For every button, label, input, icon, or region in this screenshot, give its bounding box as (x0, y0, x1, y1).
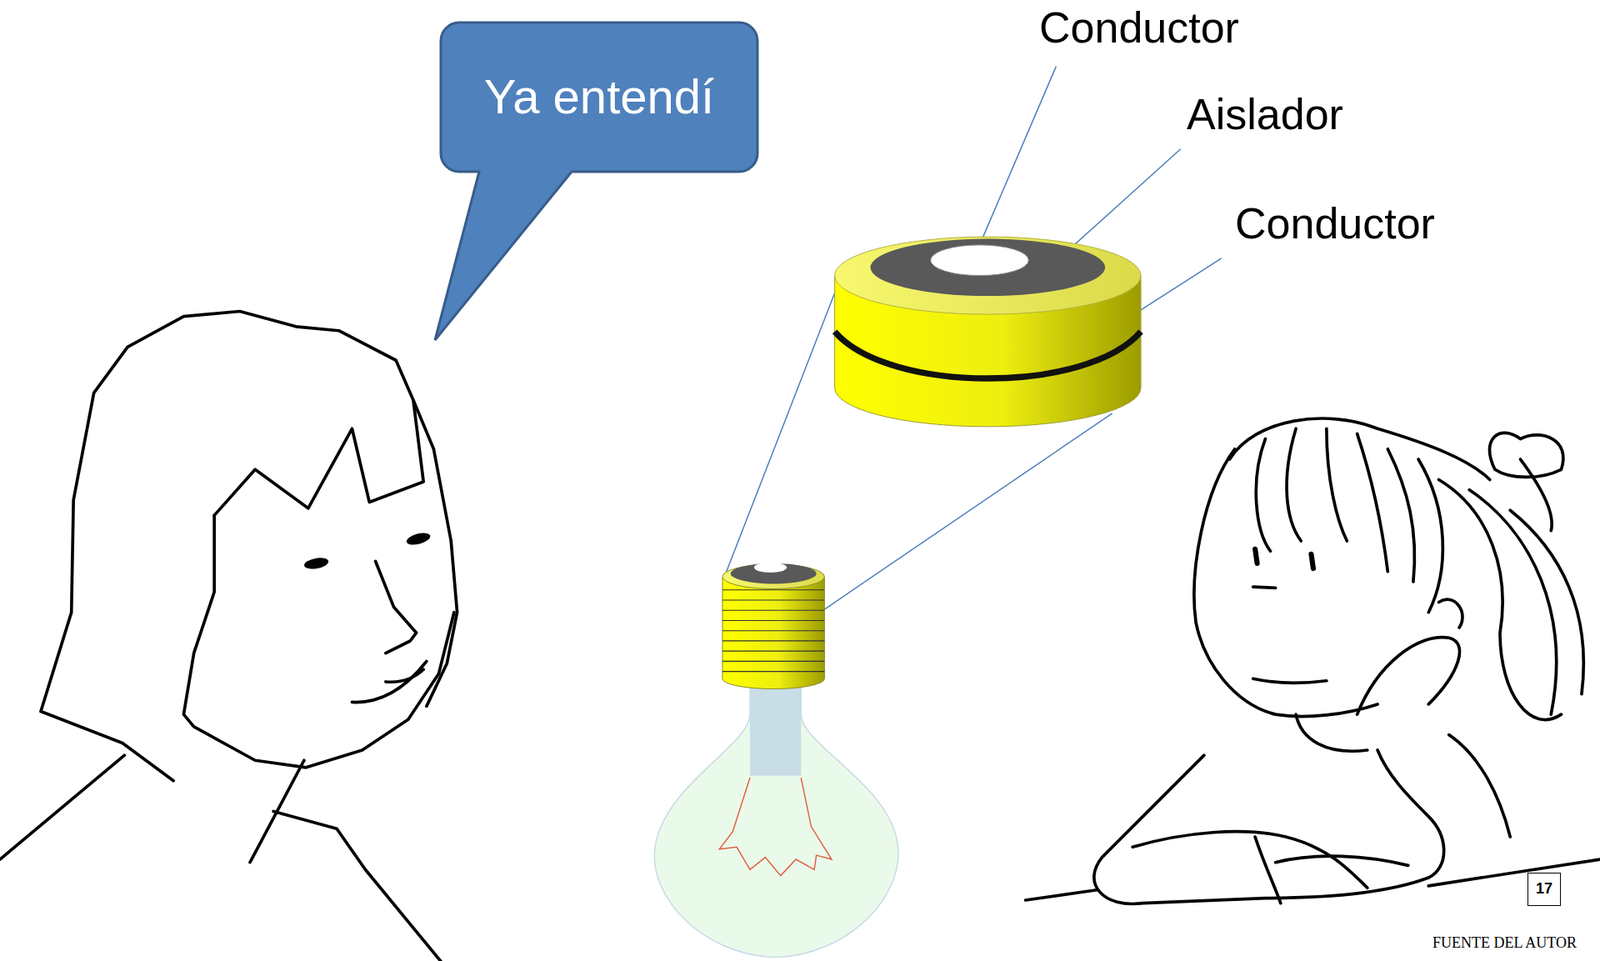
girl-figure (1025, 418, 1600, 904)
page-number: 17 (1535, 880, 1553, 898)
speech-bubble: Ya entendí (440, 22, 758, 172)
bubble-path (435, 22, 758, 340)
part-label: Aislador (1186, 90, 1344, 140)
part-label: Conductor (1039, 3, 1240, 54)
lamp-base-enlarged (835, 236, 1141, 427)
part-label: Conductor (1235, 199, 1435, 250)
speech-text: Ya entendí (484, 69, 715, 125)
boy-figure (0, 310, 458, 961)
source-note: FUENTE DEL AUTOR (1432, 934, 1577, 952)
leader-lines (724, 66, 1221, 610)
light-bulb (654, 562, 899, 958)
page-number-box: 17 (1527, 872, 1561, 906)
